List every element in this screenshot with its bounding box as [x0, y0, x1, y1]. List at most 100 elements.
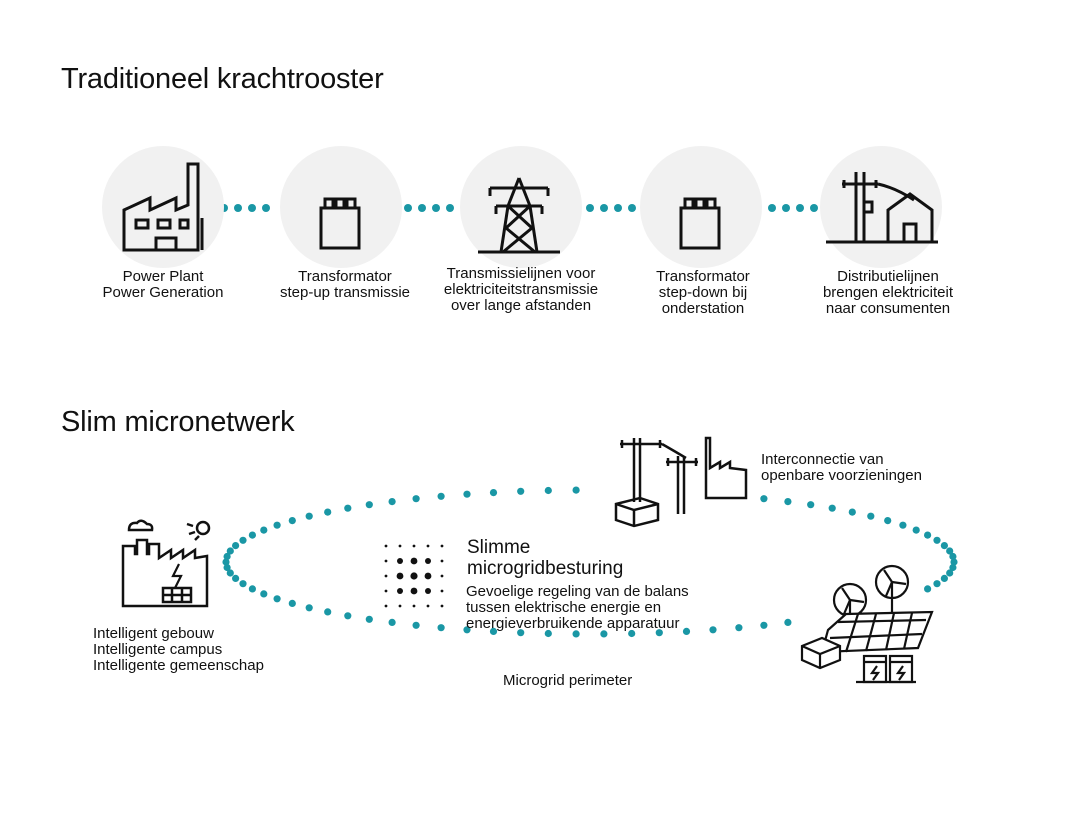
transmission-tower-icon	[478, 177, 560, 254]
perimeter-dot	[305, 512, 313, 520]
matrix-dot	[398, 544, 402, 548]
perimeter-dot	[463, 626, 471, 634]
matrix-dot	[384, 589, 388, 593]
perimeter-dot	[273, 595, 281, 603]
perimeter-dot	[222, 558, 230, 566]
perimeter-dot	[437, 492, 445, 500]
matrix-dot	[440, 544, 444, 548]
perimeter-dot	[949, 563, 957, 572]
perimeter-dot	[489, 627, 498, 636]
perimeter-dot	[226, 569, 234, 577]
perimeter-dot	[760, 495, 768, 503]
perimeter-dot	[682, 627, 691, 636]
perimeter-dot	[899, 521, 907, 529]
matrix-dot	[426, 544, 430, 548]
perimeter-dot	[544, 629, 552, 638]
matrix-dot	[384, 544, 388, 548]
perimeter-dot	[867, 512, 875, 520]
perimeter-dot	[784, 498, 792, 506]
perimeter-dot	[260, 526, 268, 534]
perimeter-dot	[388, 498, 396, 506]
matrix-dot	[397, 588, 403, 594]
perimeter-dot	[628, 629, 636, 638]
perimeter-dot	[933, 580, 941, 588]
microgrid-title: Slim micronetwerk	[61, 406, 295, 438]
perimeter-dot	[489, 489, 498, 497]
transformer-icon	[679, 197, 721, 250]
perimeter-dot	[324, 608, 332, 616]
matrix-dot	[410, 572, 418, 580]
matrix-dot	[425, 588, 431, 594]
matrix-dot	[410, 587, 418, 595]
perimeter-dot	[232, 574, 240, 583]
matrix-dot	[426, 604, 430, 608]
matrix-dot	[412, 544, 416, 548]
utility-interconnection-icon	[614, 436, 748, 528]
perimeter-dot	[232, 542, 240, 550]
matrix-dot	[398, 604, 402, 608]
perimeter-dot	[248, 531, 256, 539]
perimeter-dot	[239, 536, 247, 544]
perimeter-dot	[949, 552, 957, 561]
perimeter-dot	[940, 542, 949, 550]
distribution-house-icon	[826, 172, 938, 244]
perimeter-dot	[735, 624, 743, 632]
perimeter-dot	[884, 517, 892, 525]
matrix-dot	[384, 604, 388, 608]
perimeter-dot	[239, 580, 247, 588]
perimeter-dot	[437, 624, 445, 632]
perimeter-dot	[760, 621, 768, 629]
perimeter-dot	[848, 508, 856, 516]
perimeter-dot	[324, 508, 332, 516]
perimeter-dot	[344, 504, 352, 512]
perimeter-dot	[572, 630, 580, 638]
matrix-dot	[410, 557, 418, 565]
perimeter-dot	[517, 629, 525, 637]
intelligent-building-icon	[121, 519, 211, 608]
perimeter-dot	[463, 490, 471, 498]
perimeter-dot	[807, 501, 815, 509]
perimeter-dot	[365, 501, 373, 509]
perimeter-dot	[709, 626, 717, 634]
matrix-dot	[425, 558, 431, 564]
perimeter-dot	[388, 618, 396, 627]
perimeter-dot	[412, 621, 420, 629]
perimeter-dot	[226, 547, 234, 555]
perimeter-dot	[940, 574, 949, 583]
perimeter-dot	[950, 558, 958, 566]
perimeter-dot	[412, 495, 420, 503]
matrix-dot	[384, 559, 388, 563]
control-dot-matrix-icon	[384, 544, 444, 608]
perimeter-dot	[912, 526, 920, 534]
matrix-dot	[384, 574, 388, 578]
perimeter-dot	[517, 487, 525, 495]
perimeter-dot	[305, 604, 313, 612]
perimeter-dot	[600, 630, 608, 638]
perimeter-dot	[572, 486, 580, 494]
factory-icon	[122, 162, 204, 252]
matrix-dot	[397, 558, 403, 564]
perimeter-dot	[655, 629, 663, 637]
perimeter-dot	[946, 569, 954, 577]
perimeter-dot	[924, 585, 932, 593]
perimeter-dot	[365, 615, 373, 623]
distribution-circle	[820, 146, 942, 268]
traditional-grid-title: Traditioneel krachtrooster	[61, 63, 384, 95]
power-plant-circle	[102, 146, 224, 268]
transformer-icon	[319, 197, 361, 250]
matrix-dot	[440, 604, 444, 608]
perimeter-dot	[248, 585, 256, 593]
perimeter-dot	[273, 521, 281, 529]
matrix-dot	[440, 589, 444, 593]
perimeter-dot	[828, 504, 836, 512]
